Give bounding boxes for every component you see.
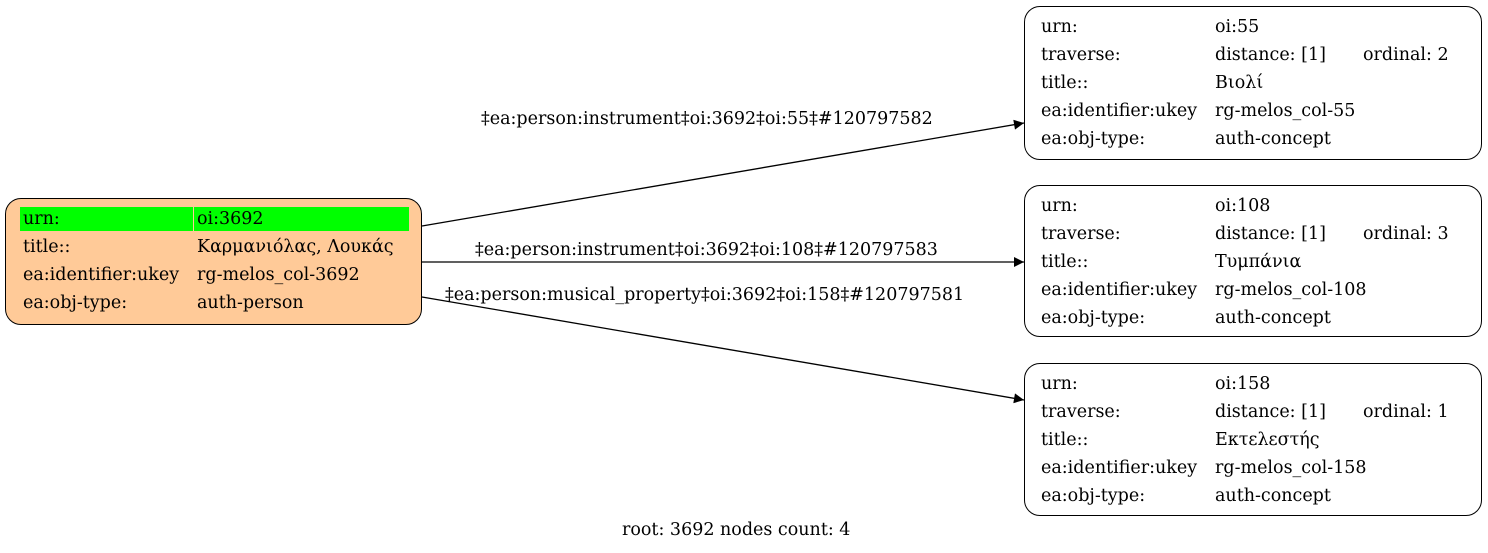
ukey-key: ea:identifier:ukey	[1041, 101, 1198, 121]
urn-value: oi:55	[1215, 17, 1260, 37]
type-value: auth-concept	[1215, 486, 1331, 506]
ordinal-value: ordinal: 2	[1363, 45, 1449, 65]
target-node-oi-55[interactable]: urn: oi:55 traverse: distance: [1] ordin…	[1024, 6, 1482, 160]
type-value: auth-concept	[1215, 129, 1331, 149]
traverse-key: traverse:	[1041, 224, 1121, 244]
root-title-key: title::	[23, 237, 71, 257]
type-value: auth-concept	[1215, 308, 1331, 328]
urn-value: oi:108	[1215, 196, 1271, 216]
title-key: title::	[1041, 252, 1089, 272]
ukey-key: ea:identifier:ukey	[1041, 280, 1198, 300]
ordinal-value: ordinal: 1	[1363, 402, 1449, 422]
urn-key: urn:	[1041, 374, 1078, 394]
edge-label-instrument-55: ‡ea:person:instrument‡oi:3692‡oi:55‡#120…	[481, 109, 933, 129]
distance-value: distance: [1]	[1215, 402, 1326, 422]
ukey-key: ea:identifier:ukey	[1041, 458, 1198, 478]
target-node-oi-108[interactable]: urn: oi:108 traverse: distance: [1] ordi…	[1024, 185, 1482, 337]
urn-key: urn:	[1041, 17, 1078, 37]
ukey-value: rg-melos_col-55	[1215, 101, 1356, 121]
root-urn-key: urn:	[20, 207, 193, 231]
distance-value: distance: [1]	[1215, 45, 1326, 65]
graph-footer: root: 3692 nodes count: 4	[622, 520, 851, 540]
title-key: title::	[1041, 73, 1089, 93]
root-ukey-value: rg-melos_col-3692	[197, 265, 360, 285]
title-value: Εκτελεστής	[1215, 430, 1320, 450]
root-row-urn: urn: oi:3692	[20, 205, 410, 233]
title-key: title::	[1041, 430, 1089, 450]
edge-line-musical-property-158	[421, 296, 1025, 404]
edge-line-instrument-55	[421, 119, 1025, 227]
title-value: Τυμπάνια	[1215, 252, 1302, 272]
root-node[interactable]: urn: oi:3692 title:: Καρμανιόλας, Λουκάς…	[5, 198, 422, 325]
type-key: ea:obj-type:	[1041, 308, 1146, 328]
urn-key: urn:	[1041, 196, 1078, 216]
root-urn-value: oi:3692	[194, 207, 409, 231]
edge-label-musical-property-158: ‡ea:person:musical_property‡oi:3692‡oi:1…	[445, 285, 965, 305]
ukey-value: rg-melos_col-108	[1215, 280, 1367, 300]
root-ukey-key: ea:identifier:ukey	[23, 265, 180, 285]
type-key: ea:obj-type:	[1041, 129, 1146, 149]
root-type-key: ea:obj-type:	[23, 293, 128, 313]
root-title-value: Καρμανιόλας, Λουκάς	[197, 237, 394, 257]
distance-value: distance: [1]	[1215, 224, 1326, 244]
traverse-key: traverse:	[1041, 45, 1121, 65]
edge-label-instrument-108: ‡ea:person:instrument‡oi:3692‡oi:108‡#12…	[475, 240, 938, 260]
target-node-oi-158[interactable]: urn: oi:158 traverse: distance: [1] ordi…	[1024, 363, 1482, 516]
traverse-key: traverse:	[1041, 402, 1121, 422]
urn-value: oi:158	[1215, 374, 1271, 394]
ukey-value: rg-melos_col-158	[1215, 458, 1367, 478]
title-value: Βιολί	[1215, 73, 1264, 93]
type-key: ea:obj-type:	[1041, 486, 1146, 506]
root-type-value: auth-person	[197, 293, 304, 313]
ordinal-value: ordinal: 3	[1363, 224, 1449, 244]
